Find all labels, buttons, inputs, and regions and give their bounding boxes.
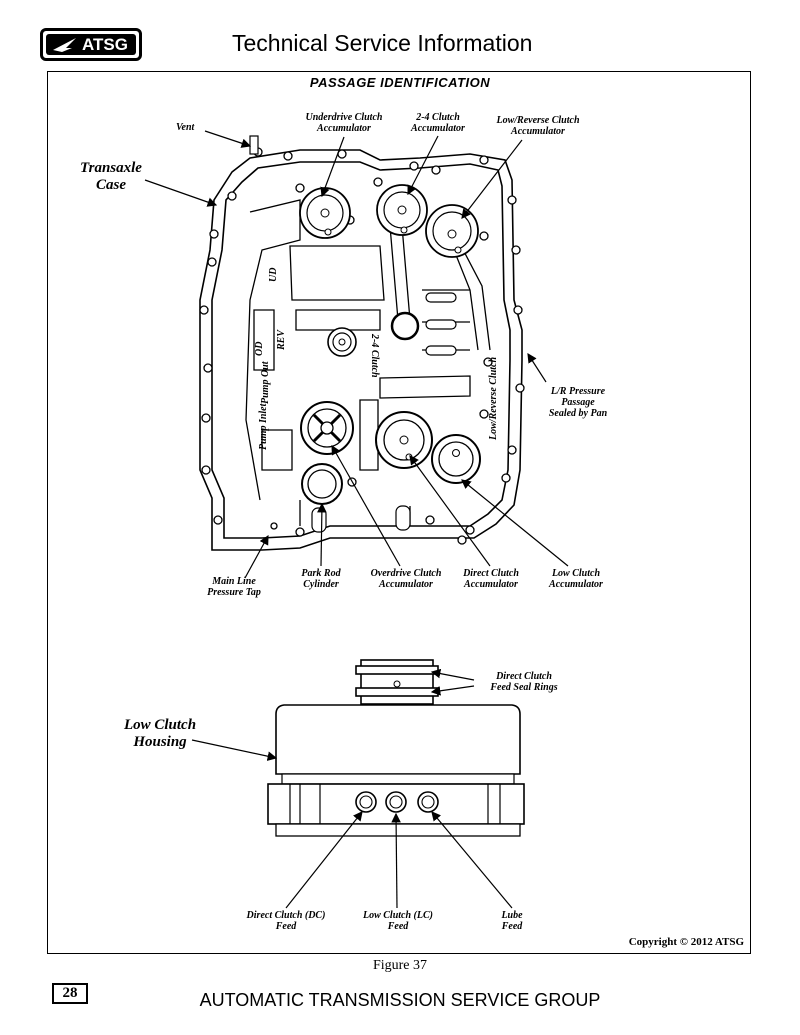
accumulator-bores bbox=[299, 184, 481, 505]
atsg-logo: ATSG bbox=[40, 28, 142, 61]
label-transaxle-case: Transaxle Case bbox=[80, 160, 142, 193]
eagle-icon bbox=[53, 38, 76, 52]
label-park-rod: Park Rod Cylinder bbox=[301, 568, 341, 590]
label-lr-accumulator: Low/Reverse Clutch Accumulator bbox=[496, 115, 580, 137]
figure-frame bbox=[47, 71, 751, 954]
leader-lines bbox=[144, 130, 569, 909]
label-low-clutch-housing: Low Clutch Housing bbox=[123, 717, 197, 750]
label-dc-feed: Direct Clutch (DC) Feed bbox=[246, 910, 326, 932]
bolt-holes bbox=[199, 147, 525, 545]
copyright: Copyright © 2012 ATSG bbox=[628, 936, 744, 948]
label-od-accumulator: Overdrive Clutch Accumulator bbox=[370, 568, 442, 590]
label-lc-feed: Low Clutch (LC) Feed bbox=[362, 910, 433, 932]
transaxle-case-outline bbox=[199, 149, 523, 551]
vent-icon bbox=[249, 135, 259, 155]
label-lube-feed: Lube Feed bbox=[501, 910, 523, 932]
logo-text: ATSG bbox=[82, 35, 128, 54]
small-ports bbox=[311, 292, 457, 533]
footer: AUTOMATIC TRANSMISSION SERVICE GROUP bbox=[199, 990, 601, 1010]
label-24-accumulator: 2-4 Clutch Accumulator bbox=[411, 112, 465, 134]
page-title: Technical Service Information bbox=[232, 30, 533, 56]
figure-caption: Figure 37 bbox=[372, 958, 428, 973]
section-title: PASSAGE IDENTIFICATION bbox=[309, 75, 491, 90]
label-ud-accumulator: Underdrive Clutch Accumulator bbox=[305, 112, 383, 134]
label-direct-accumulator: Direct Clutch Accumulator bbox=[463, 568, 519, 590]
label-vent: Vent bbox=[176, 122, 195, 133]
page-number: 28 bbox=[52, 983, 88, 1004]
label-main-line: Main Line Pressure Tap bbox=[207, 576, 261, 598]
label-dc-seal-rings: Direct Clutch Feed Seal Rings bbox=[490, 671, 558, 693]
label-lr-pressure: L/R Pressure Passage Sealed by Pan bbox=[548, 386, 608, 419]
label-low-accumulator: Low Clutch Accumulator bbox=[549, 568, 603, 590]
